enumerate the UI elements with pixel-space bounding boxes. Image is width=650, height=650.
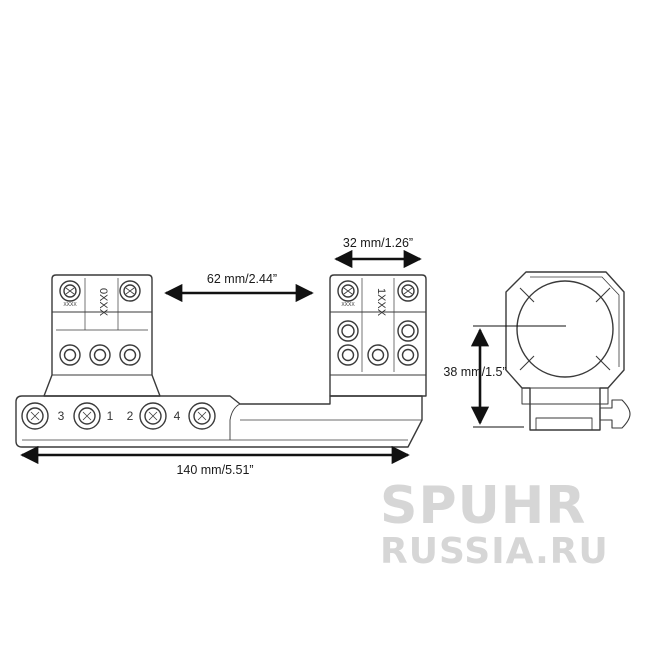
base-screw — [73, 402, 101, 430]
ring-spacing-label: 62 mm/2.44” — [207, 272, 277, 286]
front-ring-engraving: 0XXX — [97, 288, 109, 317]
ring-screw — [337, 320, 359, 342]
ring-screw — [59, 344, 81, 366]
ring-screw — [337, 344, 359, 366]
mount-side-view — [15, 274, 427, 448]
ring-screw — [397, 344, 419, 366]
watermark-line-1: SPUHR — [380, 476, 587, 536]
total-length-label: 140 mm/5.51” — [176, 463, 253, 477]
ring-screw — [367, 344, 389, 366]
dimension-arrows — [20, 249, 490, 465]
ring-screw — [119, 344, 141, 366]
base-screw-number: 3 — [58, 409, 65, 423]
base-screw — [188, 402, 216, 430]
base-screw — [21, 402, 49, 430]
rear-ring-engraving: 1XXX — [375, 288, 387, 317]
base-screw-number: 2 — [127, 409, 134, 423]
rear-small-marking: XXXX — [341, 302, 355, 308]
ring-screw — [397, 320, 419, 342]
ring-bore — [516, 280, 614, 378]
base-screw-number: 4 — [174, 409, 181, 423]
watermark-line-2: RUSSIA.RU — [380, 531, 609, 572]
cap-screw — [119, 280, 141, 302]
base-screw — [139, 402, 167, 430]
ring-end-view — [505, 271, 631, 431]
cap-screw — [397, 280, 419, 302]
front-ring-body — [43, 274, 161, 397]
cap-screw — [337, 280, 359, 302]
mount-base — [15, 395, 423, 448]
front-small-marking: XXXX — [63, 302, 77, 308]
ring-screw — [89, 344, 111, 366]
rear-ring-body — [329, 274, 427, 397]
ring-diameter-label: 38 mm/1.5” — [443, 365, 506, 379]
clamp-knob — [599, 399, 631, 429]
base-screw-number: 1 — [107, 409, 114, 423]
ring-width-label: 32 mm/1.26” — [343, 236, 413, 250]
cap-screw — [59, 280, 81, 302]
